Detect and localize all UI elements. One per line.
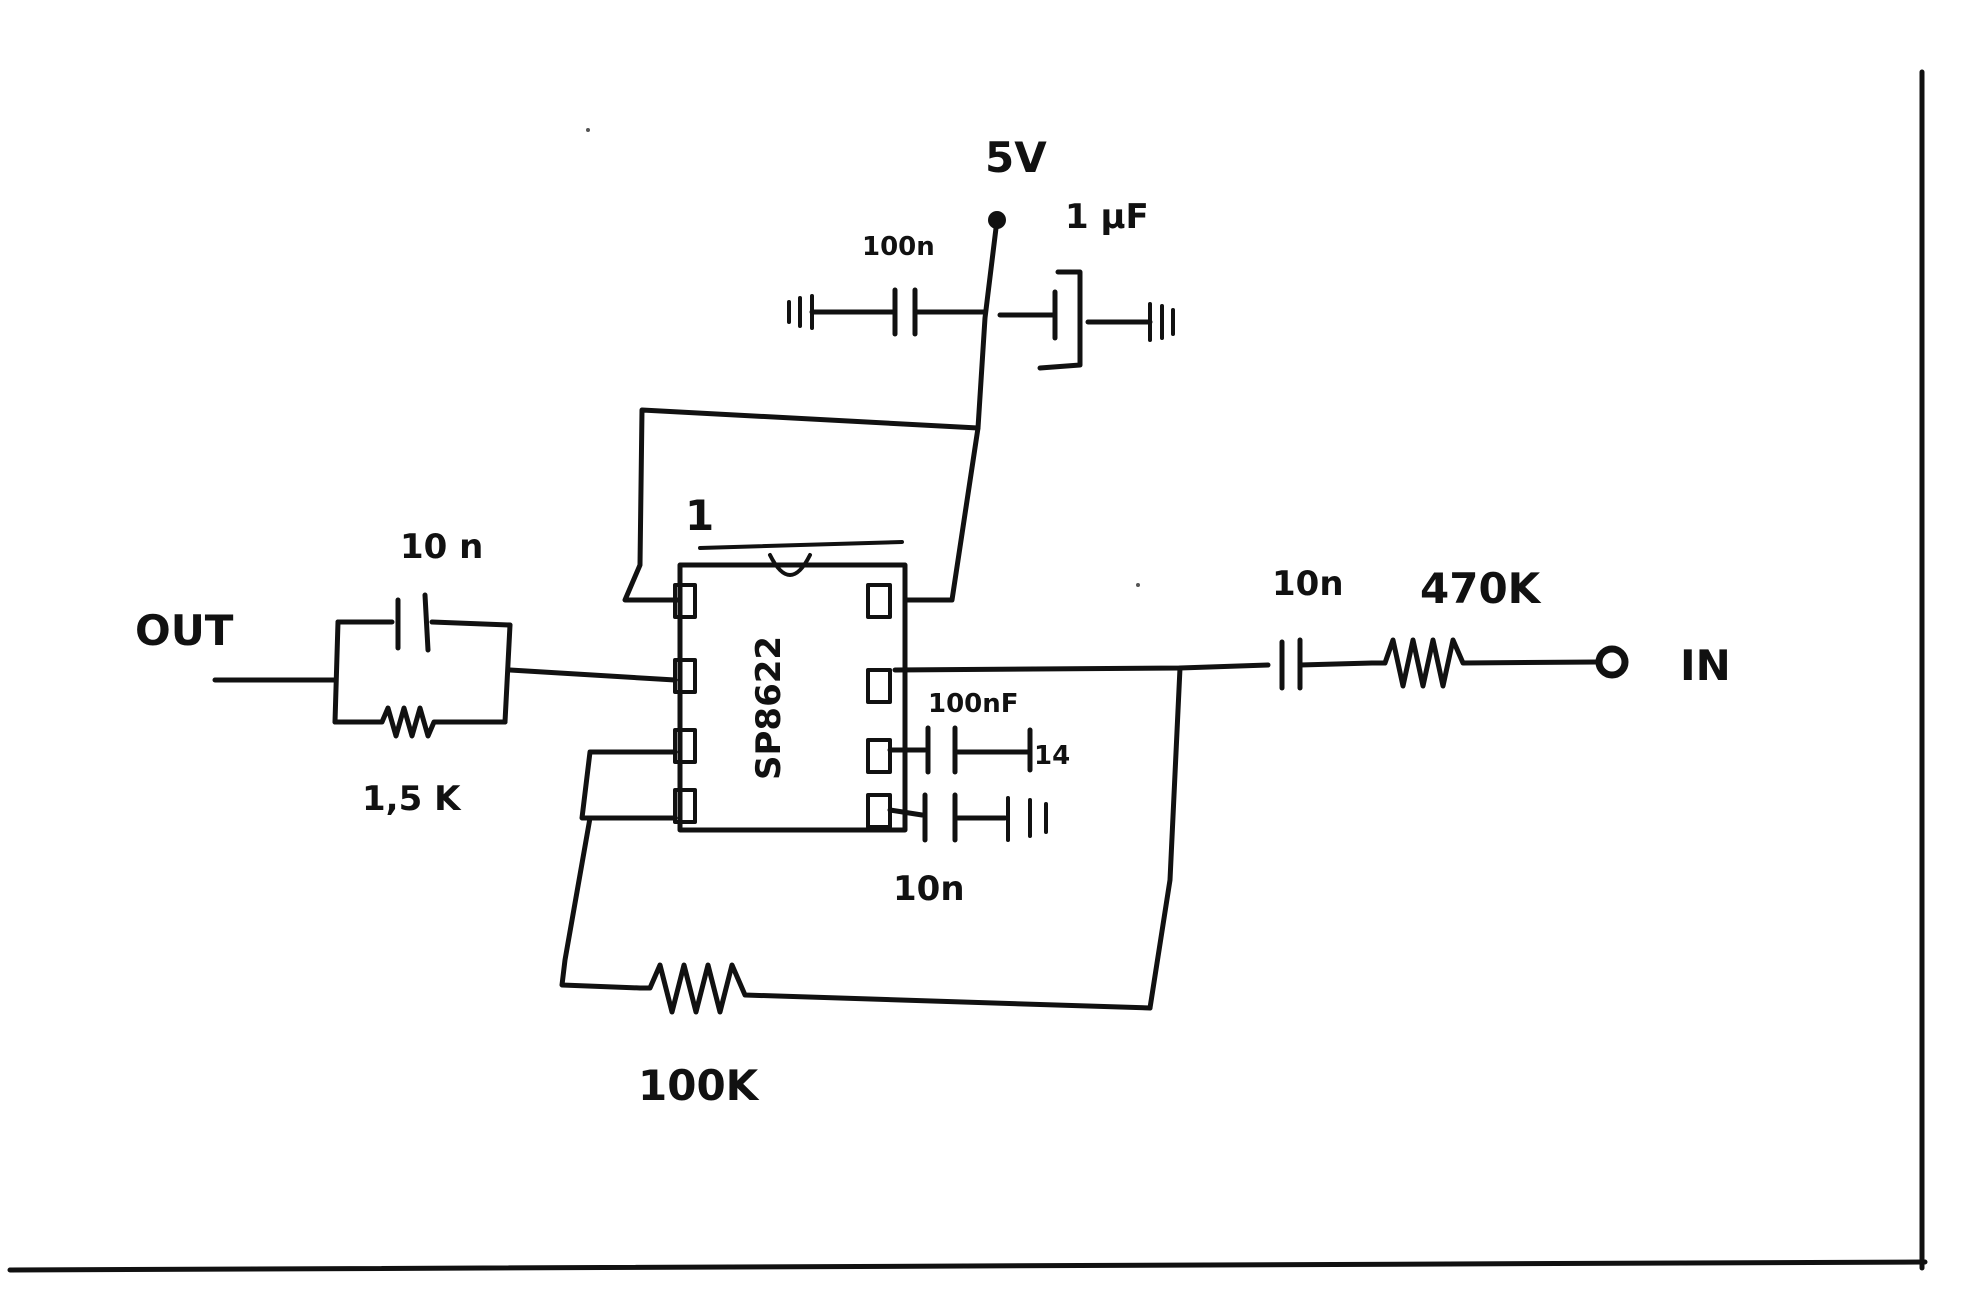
- c-100nF-pin-tag: 14: [1034, 741, 1070, 771]
- chip-top-line: [698, 540, 904, 550]
- input-port-icon: [1595, 645, 1629, 679]
- stray-dot: [1136, 583, 1140, 587]
- page-border-bottom: [7, 1259, 1928, 1273]
- r-out-1k5-label: 1,5 K: [362, 779, 462, 819]
- input-label: IN: [1680, 641, 1731, 690]
- ground-icon: [1006, 796, 1048, 842]
- stray-dot: [586, 128, 590, 132]
- ground-icon: [1148, 302, 1175, 342]
- chip-body: [677, 562, 908, 833]
- r-fb-100k-label: 100K: [638, 1061, 760, 1110]
- r-in-470k-label: 470K: [1420, 564, 1542, 613]
- c-out-10n-label: 10 n: [400, 527, 483, 567]
- chip-notch: [768, 553, 812, 577]
- output-label: OUT: [135, 606, 234, 655]
- chip-part-label: SP8622: [749, 636, 789, 780]
- supply-loop-wire: [622, 407, 981, 603]
- chip-pin1-label: 1: [685, 491, 714, 540]
- supply-label: 5V: [985, 133, 1047, 182]
- c-supply-100n-label: 100n: [862, 232, 935, 262]
- c-in-10n-label: 10n: [1272, 564, 1344, 604]
- c-supply-1uF-label: 1 µF: [1065, 197, 1149, 237]
- out-network-right: [502, 622, 513, 725]
- r-in-470k: [1369, 637, 1601, 689]
- feedback-right-wire: [1147, 665, 1183, 1011]
- chip-pins-left: [673, 583, 697, 824]
- c-10n-low-wire: [887, 807, 925, 818]
- r-out-1k5: [332, 705, 508, 739]
- chip-pins-right: [866, 583, 892, 829]
- c-supply-1uF-plate-b: [1037, 269, 1083, 371]
- c-10n-low-label: 10n: [893, 869, 965, 909]
- feedback-left-wire: [559, 749, 678, 991]
- c-out-10n-wire-b: [429, 619, 513, 628]
- r-fb-100k: [637, 962, 1153, 1015]
- c-100nF-label: 100nF: [928, 689, 1019, 719]
- c-out-10n-plate-b: [422, 592, 431, 653]
- supply-wire: [902, 217, 1000, 603]
- input-trace: [892, 662, 1271, 673]
- ground-icon: [787, 294, 814, 330]
- c-in-10n-wire: [1297, 660, 1375, 668]
- out-network-left: [332, 619, 341, 725]
- out-to-chip-wire: [507, 667, 678, 683]
